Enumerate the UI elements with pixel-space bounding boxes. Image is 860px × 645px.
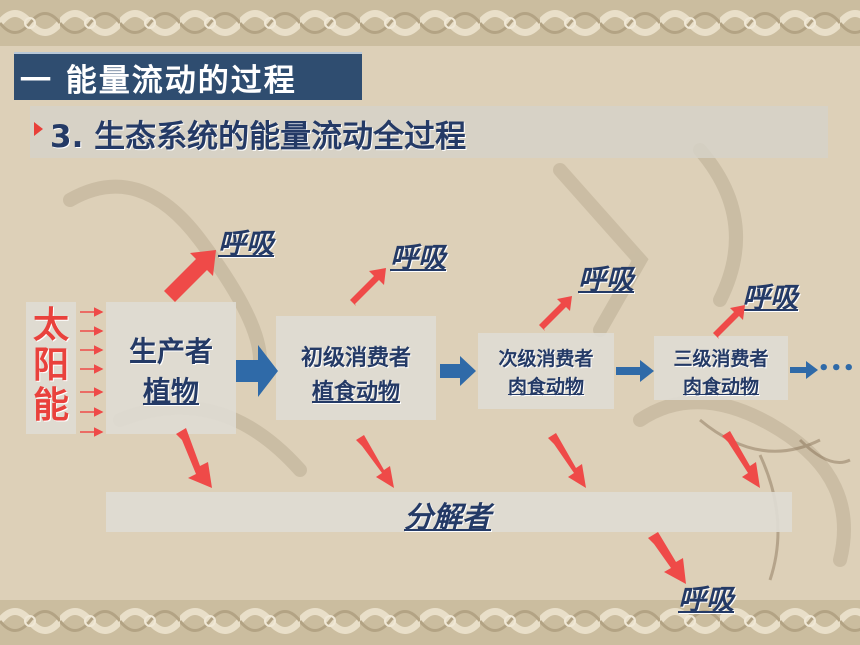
respiration-arrow-tertiary (713, 305, 745, 339)
decompose-arrow-secondary (548, 433, 586, 488)
secondary-consumer-sublabel: 肉食动物 (507, 376, 584, 398)
respiration-decomposer: 呼吸 (678, 583, 735, 616)
flow-arrow-producer-to-primary (236, 345, 278, 397)
sun-box (26, 302, 76, 434)
primary-consumer-sublabel: 植食动物 (311, 380, 400, 405)
subtitle: 3. 生态系统的能量流动全过程 (50, 119, 467, 155)
flow-arrow-secondary-to-tertiary (616, 360, 654, 382)
respiration-producer: 呼吸 (218, 227, 275, 260)
sunlight-arrows (80, 307, 104, 437)
bullet-triangle-icon (34, 122, 43, 136)
decompose-arrow-tertiary (722, 431, 760, 488)
respiration-secondary: 呼吸 (578, 263, 635, 296)
primary-consumer-box (276, 316, 436, 420)
flow-arrow-primary-to-secondary (440, 356, 476, 386)
sun-energy-label: 太阳能 (32, 305, 69, 426)
subtitle-banner (30, 106, 828, 158)
decomposer-box (106, 492, 792, 532)
continuation-ellipsis: ••• (818, 358, 856, 379)
producer-box (106, 302, 236, 434)
respiration-primary: 呼吸 (390, 241, 447, 274)
title-banner (14, 52, 362, 100)
secondary-consumer-label: 次级消费者 (498, 348, 594, 370)
respiration-tertiary: 呼吸 (742, 281, 799, 314)
producer-label: 生产者 (128, 335, 213, 368)
decompose-arrow-producer (176, 428, 212, 488)
decompose-arrow-primary (356, 435, 394, 488)
tertiary-consumer-box (654, 336, 788, 400)
page-title: 一 能量流动的过程 (20, 63, 297, 99)
decomposer-label: 分解者 (404, 500, 492, 534)
respiration-arrow-primary (350, 268, 386, 306)
flow-arrow-tertiary-onward (790, 361, 818, 379)
respiration-arrow-decomposer (648, 532, 686, 584)
respiration-arrow-secondary (539, 296, 572, 331)
respiration-arrow-producer (164, 250, 216, 302)
secondary-consumer-box (478, 333, 614, 409)
producer-sublabel: 植物 (142, 375, 199, 408)
tertiary-consumer-label: 三级消费者 (673, 348, 769, 370)
primary-consumer-label: 初级消费者 (300, 346, 411, 371)
tertiary-consumer-sublabel: 肉食动物 (682, 376, 759, 398)
